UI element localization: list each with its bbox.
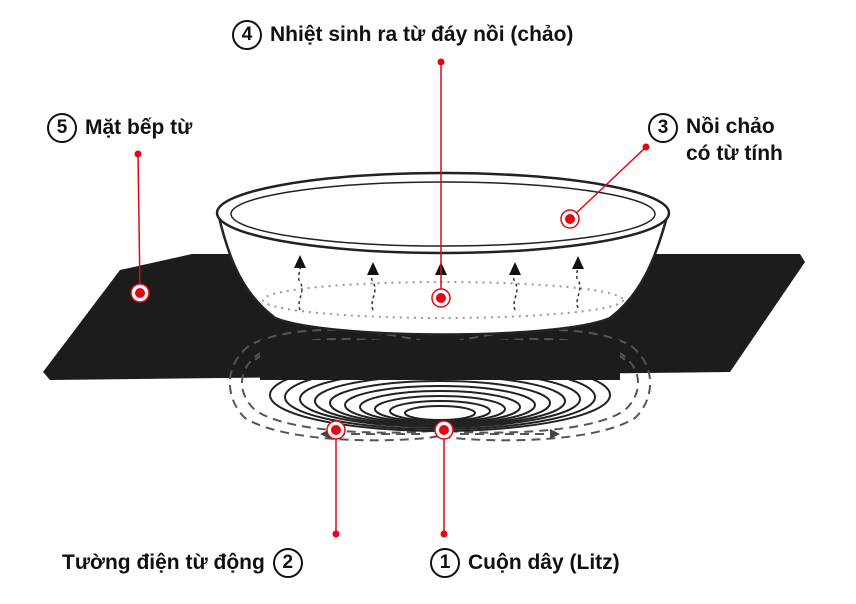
label-cooktop-text: Mặt bếp từ bbox=[85, 116, 193, 139]
label-pan: 3 Nồi chảo có từ tính bbox=[648, 113, 783, 167]
number-badge: 4 bbox=[232, 20, 262, 50]
label-cooktop: 5 Mặt bếp từ bbox=[47, 113, 192, 143]
label-heat: 4 Nhiệt sinh ra từ đáy nồi (chảo) bbox=[232, 20, 573, 50]
pan-rim-inner bbox=[230, 181, 656, 247]
leader-lines bbox=[137, 62, 647, 534]
number-badge: 5 bbox=[47, 113, 77, 143]
label-eddy-text: Tường điện từ động bbox=[62, 551, 265, 574]
coil-top-mask bbox=[260, 340, 620, 380]
label-coil: 1 Cuộn dây (Litz) bbox=[430, 548, 620, 578]
target-markers bbox=[130, 209, 580, 440]
number-badge: 2 bbox=[272, 548, 303, 578]
number-badge: 1 bbox=[430, 548, 460, 578]
label-coil-text: Cuộn dây (Litz) bbox=[468, 551, 620, 574]
heat-arrows bbox=[297, 261, 581, 311]
number-badge: 3 bbox=[648, 113, 678, 143]
pan-bottom-dotted bbox=[262, 281, 624, 319]
pan-rim-outer bbox=[215, 171, 671, 255]
leader-dots bbox=[134, 58, 650, 538]
label-pan-line2: có từ tính bbox=[686, 142, 783, 165]
label-heat-text: Nhiệt sinh ra từ đáy nồi (chảo) bbox=[270, 23, 574, 46]
label-pan-line1: Nồi chảo bbox=[686, 115, 775, 138]
label-pan-text: Nồi chảo có từ tính bbox=[686, 113, 783, 167]
label-eddy: 2 Tường điện từ động bbox=[62, 548, 303, 578]
